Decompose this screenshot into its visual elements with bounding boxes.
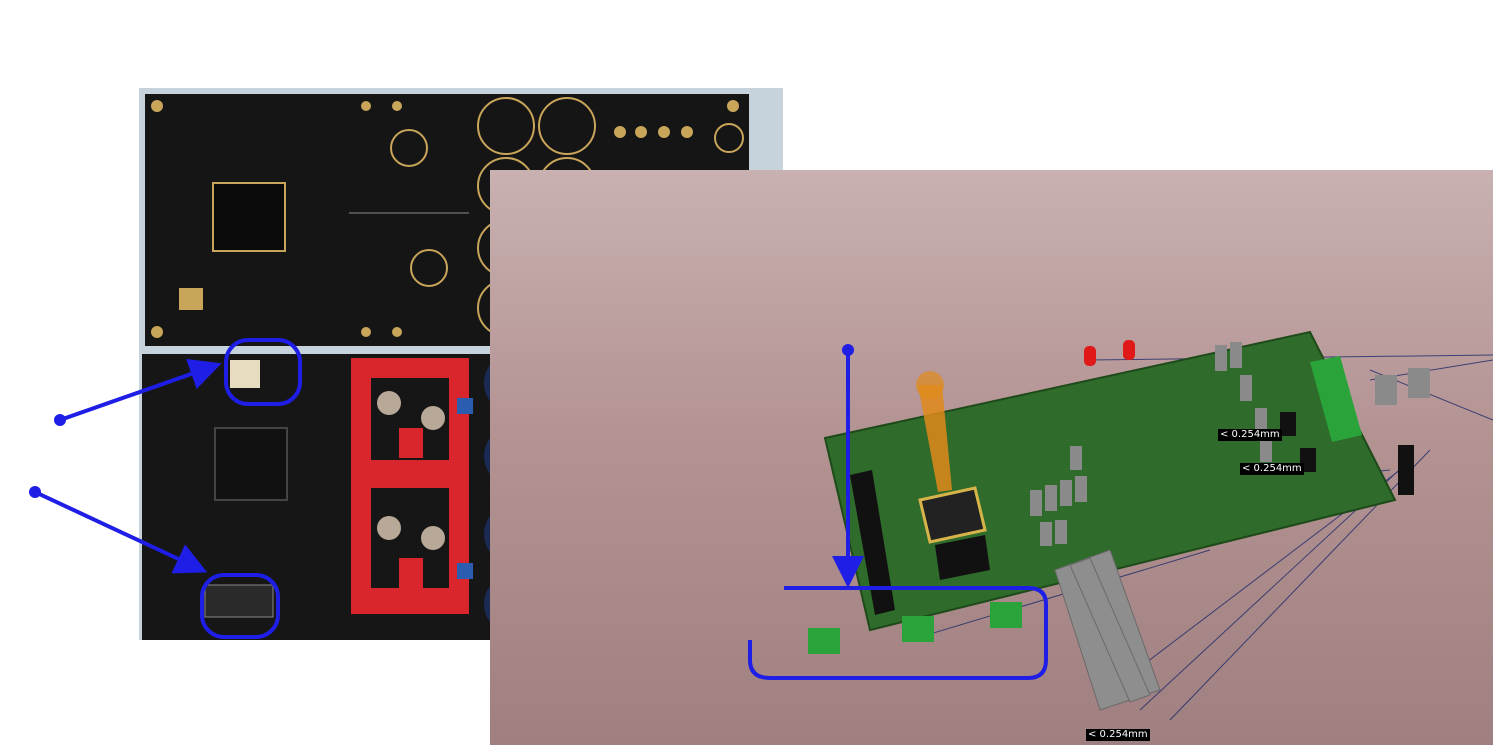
red-leds bbox=[1084, 340, 1135, 366]
metal-transistors bbox=[377, 391, 445, 550]
arrow-origin-dot bbox=[54, 414, 66, 426]
main-ic bbox=[918, 486, 987, 544]
pcb-3d-render: < 0.254mm < 0.254mm < 0.254mm bbox=[490, 170, 1493, 745]
measurement-label: < 0.254mm bbox=[1240, 463, 1304, 475]
trimmer-pot bbox=[457, 398, 473, 414]
secondary-ic bbox=[935, 535, 990, 580]
pin-header bbox=[850, 470, 895, 615]
grey-capacitors bbox=[1030, 342, 1272, 546]
populated-pcb-terminal-block bbox=[204, 584, 274, 618]
red-film-capacitors bbox=[351, 358, 469, 614]
bare-pcb-pad-block bbox=[179, 288, 203, 310]
pcb-3d-render-drawing bbox=[808, 330, 1493, 721]
arrow-origin-dot bbox=[29, 486, 41, 498]
grey-block-column bbox=[1054, 549, 1161, 711]
measurement-label: < 0.254mm bbox=[1086, 729, 1150, 741]
trimmer-pot-2 bbox=[457, 563, 473, 579]
populated-pcb-ic bbox=[214, 427, 288, 501]
measurement-label: < 0.254mm bbox=[1218, 429, 1282, 441]
bare-pcb-ic-footprint bbox=[212, 182, 286, 252]
populated-pcb-component bbox=[230, 360, 260, 388]
highlight-cone bbox=[918, 385, 952, 492]
grey-parts-right bbox=[1375, 368, 1430, 405]
cone-top bbox=[916, 371, 944, 399]
edge-connectors bbox=[1280, 412, 1414, 495]
